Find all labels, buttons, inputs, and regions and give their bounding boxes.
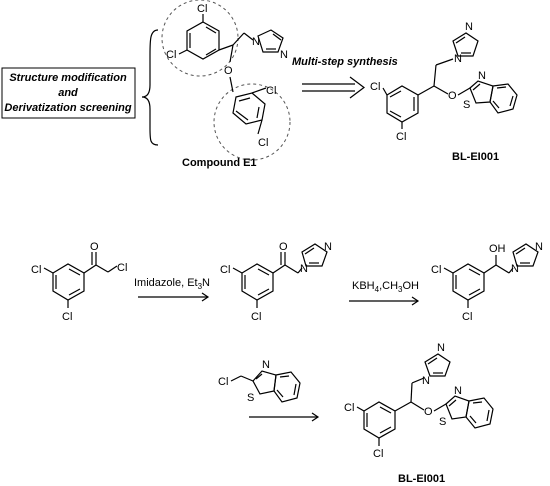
product-label-top: BL-EI001 (452, 151, 499, 163)
atom-cl: Cl (251, 311, 261, 323)
atom-o: O (224, 65, 233, 77)
atom-cl: Cl (220, 264, 230, 276)
arrow-label: Multi-step synthesis (292, 56, 398, 68)
atom-n: N (535, 241, 543, 253)
atom-cl: Cl (62, 311, 72, 323)
atom-o: O (279, 241, 288, 253)
atom-n: N (454, 385, 462, 397)
atom-oh: OH (489, 243, 506, 255)
atom-o: O (448, 90, 457, 102)
atom-cl: Cl (431, 264, 441, 276)
atom-s: S (463, 99, 470, 111)
atom-cl: Cl (258, 137, 268, 149)
step3-arrow (249, 412, 320, 422)
strategy-line-2: and (58, 87, 78, 99)
intermediate-1: Cl Cl O N N (220, 241, 332, 323)
step1-arrow: Imidazole, Et3N (134, 277, 210, 302)
reaction-arrow-top (302, 76, 365, 99)
final-product-label: BL-EI001 (398, 473, 445, 485)
atom-n: N (262, 359, 270, 371)
strategy-box: Structure modification and Derivatizatio… (1, 67, 136, 119)
atom-s: S (439, 416, 446, 428)
bl-ei001-top-structure: Cl Cl O N N N S BL-EI001 (370, 21, 518, 163)
atom-n: N (511, 263, 519, 275)
strategy-line-3: Derivatization screening (4, 102, 131, 114)
atom-n: N (465, 21, 473, 33)
atom-n: N (478, 70, 486, 82)
final-product-structure: Cl Cl O N N N S BL-EI001 (344, 342, 494, 485)
step1-reagents: Imidazole, Et3N (134, 277, 210, 291)
atom-n: N (300, 263, 308, 275)
atom-cl: Cl (117, 262, 127, 274)
atom-n: N (324, 241, 332, 253)
step2-reagents: KBH4,CH3OH (352, 280, 419, 294)
atom-cl: Cl (462, 311, 472, 323)
atom-cl: Cl (166, 49, 176, 61)
intermediate-2: Cl Cl OH N N (431, 241, 543, 323)
starting-material: Cl Cl O Cl (31, 241, 127, 323)
atom-n: N (437, 342, 445, 354)
atom-s: S (247, 392, 254, 404)
step2-arrow: KBH4,CH3OH (349, 280, 420, 306)
curly-brace (141, 29, 159, 146)
atom-cl: Cl (373, 448, 383, 460)
atom-cl: Cl (370, 81, 380, 93)
atom-n: N (454, 53, 462, 65)
highlight-circle-bottom (213, 83, 291, 161)
atom-cl: Cl (31, 264, 41, 276)
compound-e1-structure: Cl Cl O N N Cl Cl Compound E1 (161, 0, 291, 169)
compound-e1-label: Compound E1 (182, 157, 257, 169)
atom-o: O (424, 406, 433, 418)
atom-cl: Cl (218, 376, 228, 388)
atom-cl: Cl (344, 402, 354, 414)
highlight-circle-top (161, 0, 239, 77)
atom-n: N (252, 36, 260, 48)
atom-o: O (90, 241, 99, 253)
atom-n: N (280, 49, 288, 61)
strategy-line-1: Structure modification (9, 72, 127, 84)
atom-cl: Cl (396, 131, 406, 143)
atom-cl: Cl (197, 3, 207, 15)
atom-n: N (422, 375, 430, 387)
atom-cl: Cl (266, 85, 276, 97)
reagent-chloromethylbenzothiazole: Cl N S (218, 359, 301, 404)
